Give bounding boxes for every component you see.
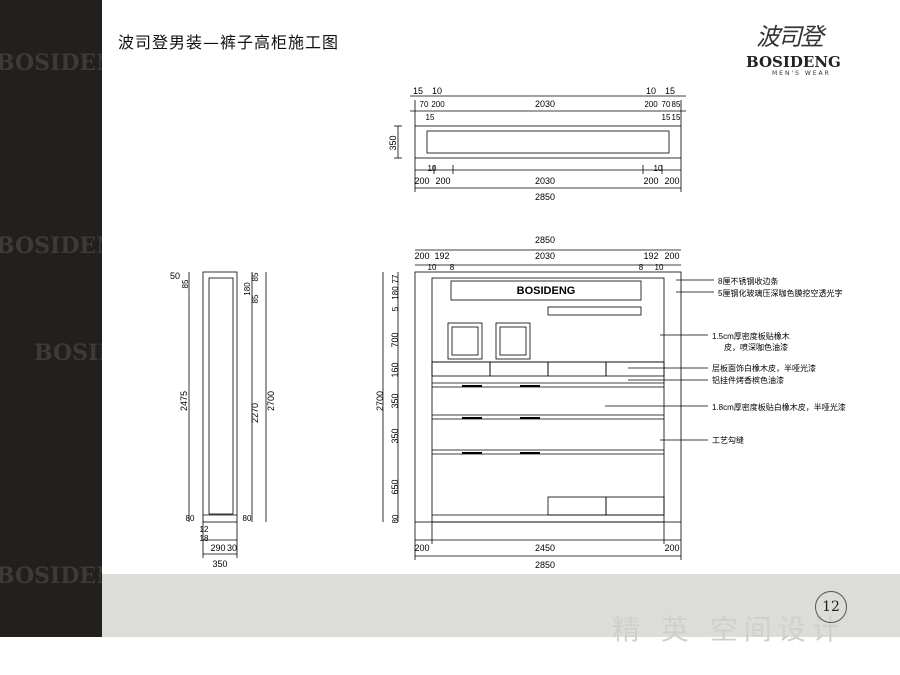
side-view [188, 271, 267, 558]
dim-label: 180 [243, 282, 252, 296]
dim-label: 15 [413, 86, 423, 96]
dim-label: 2850 [535, 560, 555, 570]
dim-label: 80 [243, 514, 252, 523]
annotation-text: 皮，喷深咖色油漆 [724, 342, 788, 352]
annotation-text: 5厘钢化玻璃压深咖色膜挖空透光字 [718, 288, 842, 298]
brand-logo-sub: MEN'S WEAR [772, 70, 831, 77]
dim-label: 200 [414, 251, 429, 261]
dim-label: 77 [391, 274, 400, 283]
dim-label: 192 [434, 251, 449, 261]
dim-label: 200 [431, 100, 445, 109]
dim-label: 350 [390, 428, 400, 443]
dim-label: 8 [639, 263, 644, 272]
dim-label: 85 [672, 100, 681, 109]
dim-label: 15 [672, 113, 681, 122]
dim-label: 2030 [535, 176, 555, 186]
plan-view [394, 95, 686, 192]
sidebar-watermark: BOSIDENG [0, 563, 102, 589]
dim-label: 10 [646, 86, 656, 96]
brand-logo-chinese: 波司登 [756, 23, 824, 51]
annotation-text: 8厘不锈钢收边条 [718, 276, 778, 286]
dim-label: 200 [435, 176, 450, 186]
dim-label: 200 [643, 176, 658, 186]
dim-label: 85 [181, 279, 190, 288]
dim-label: 15 [665, 86, 675, 96]
dim-label: 700 [390, 332, 400, 347]
annotation-text: 铝挂件烤香槟色油漆 [712, 375, 784, 385]
dim-label: 200 [644, 100, 658, 109]
dim-label: 650 [390, 479, 400, 494]
dim-label: 2700 [375, 391, 385, 411]
dim-label: 5 [391, 306, 400, 311]
annotation-text: 层板面饰白橡木皮，半哑光漆 [712, 363, 816, 373]
dim-label: 10 [428, 164, 437, 173]
dim-label: 8 [450, 263, 455, 272]
dim-label: 2700 [266, 391, 276, 411]
page-number: 12 [815, 591, 847, 623]
dim-label: 10 [654, 164, 663, 173]
dim-label: 2450 [535, 543, 555, 553]
front-view [382, 249, 714, 560]
page-title: 波司登男装—裤子高柜施工图 [118, 33, 340, 52]
side-view-dims: 50 85 2475 80 85 180 85 2270 2700 80 12 … [170, 271, 276, 569]
footer-band [102, 574, 900, 637]
annotation-text: 1.5cm厚密度板贴橡木 [712, 331, 790, 341]
dim-label: 200 [414, 176, 429, 186]
sidebar-watermark: BOSIDENG [0, 233, 102, 259]
dim-label: 200 [664, 543, 679, 553]
plan-view-dims: 15 10 2030 10 15 70 200 200 70 85 15 15 … [388, 86, 681, 202]
front-view-dims: 2850 200 192 2030 192 200 10 8 8 10 77 1… [375, 235, 680, 570]
dim-label: 2850 [535, 192, 555, 202]
dim-label: 180 [391, 286, 400, 300]
dim-label: 2030 [535, 99, 555, 109]
dim-label: 50 [170, 271, 180, 281]
dim-label: 200 [414, 543, 429, 553]
dim-label: 350 [390, 393, 400, 408]
dim-label: 192 [643, 251, 658, 261]
dim-label: 200 [664, 251, 679, 261]
dim-label: 2270 [250, 403, 260, 423]
dim-label: 350 [212, 559, 227, 569]
dim-label: 350 [388, 135, 398, 150]
front-sign-text: BOSIDENG [517, 285, 576, 297]
dim-label: 80 [186, 514, 195, 523]
dim-label: 70 [662, 100, 671, 109]
sidebar-watermark: BOSIDENG [0, 50, 102, 76]
dim-label: 2475 [179, 391, 189, 411]
dark-sidebar: BOSIDENG BOSIDENG BOSIDENG BOSIDENG [0, 0, 102, 637]
dim-label: 10 [655, 263, 664, 272]
annotation-text: 工艺勾缝 [712, 435, 744, 445]
dim-label: 85 [251, 294, 260, 303]
dim-label: 15 [426, 113, 435, 122]
dim-label: 12 [200, 525, 209, 534]
dim-label: 2030 [535, 251, 555, 261]
dim-label: 30 [227, 543, 237, 553]
sidebar-watermark: BOSIDENG [34, 340, 102, 366]
dim-label: 10 [428, 263, 437, 272]
dim-label: 15 [662, 113, 671, 122]
dim-label: 18 [200, 534, 209, 543]
dim-label: 200 [664, 176, 679, 186]
dim-label: 10 [432, 86, 442, 96]
dim-label: 290 [210, 543, 225, 553]
dim-label: 160 [390, 362, 400, 377]
brand-logo-wordmark: BOSIDENG [746, 53, 841, 71]
annotation-text: 1.8cm厚密度板贴白橡木皮，半哑光漆 [712, 402, 846, 412]
front-view-drawer-handles [462, 385, 540, 454]
footer-watermark: 精 英 空间设计 [612, 613, 846, 646]
dim-label: 70 [420, 100, 429, 109]
dim-label: 2850 [535, 235, 555, 245]
dim-label: 80 [391, 514, 400, 523]
annotation-callouts: 8厘不锈钢收边条 5厘钢化玻璃压深咖色膜挖空透光字 1.5cm厚密度板贴橡木 皮… [712, 276, 846, 445]
dim-label: 85 [251, 272, 260, 281]
